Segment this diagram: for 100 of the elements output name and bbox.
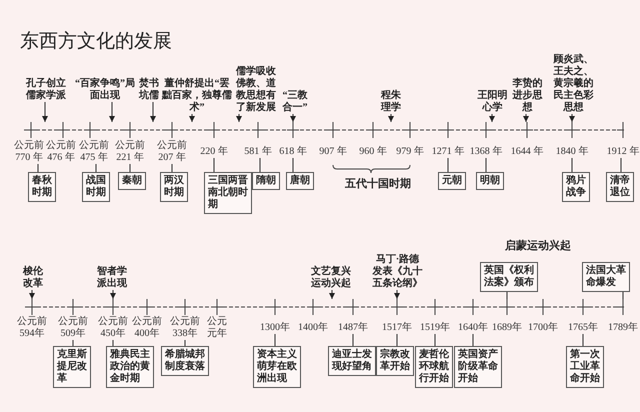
arrow xyxy=(236,114,242,122)
event-text: 董仲舒提出“罢黜百家，独尊儒术” xyxy=(161,78,233,114)
period-box: 秦朝 xyxy=(118,172,146,190)
event-text: 王阳明心学 xyxy=(477,90,508,114)
arrow xyxy=(109,102,115,122)
leader-line xyxy=(472,334,474,346)
period-box: 战国时期 xyxy=(82,172,110,202)
date-label: 公元前221 年 xyxy=(114,140,146,164)
event-text: 智者学派出现 xyxy=(96,266,128,290)
date-label: 220 年 xyxy=(200,146,228,158)
leader-line xyxy=(620,158,622,172)
date-label: 1300年 xyxy=(260,322,290,334)
period-box: 麦哲伦环球航行开始 xyxy=(415,346,453,388)
arrow xyxy=(489,114,495,122)
leader-line xyxy=(352,334,354,346)
period-box: 两汉时期 xyxy=(160,172,188,202)
date-label: 1271 年 xyxy=(432,146,464,158)
date-label: 581 年 xyxy=(244,146,272,158)
date-label: 1517年 xyxy=(382,322,412,334)
period-box: 迪亚士发现好望角 xyxy=(328,346,376,376)
date-label: 960 年 xyxy=(359,146,387,158)
arrow xyxy=(523,114,529,122)
period-box: 隋朝 xyxy=(252,172,280,190)
arrow xyxy=(29,290,35,300)
timeline-axis xyxy=(25,299,624,315)
event-text: 焚书坑儒 xyxy=(138,78,160,102)
date-label: 1789年 xyxy=(608,322,638,334)
arrow xyxy=(290,114,296,122)
leader-line xyxy=(622,292,624,300)
period-box: 明朝 xyxy=(476,172,504,190)
period-box: 法国大革命爆发 xyxy=(582,262,630,292)
period-box: 资本主义萌芽在欧洲出现 xyxy=(253,346,301,388)
date-label: 1487年 xyxy=(338,322,368,334)
date-label: 979 年 xyxy=(396,146,424,158)
arrow xyxy=(394,290,400,300)
arrow xyxy=(110,290,116,300)
leader-line xyxy=(72,340,74,346)
date-label: 1840 年 xyxy=(556,146,588,158)
date-label: 公元前475 年 xyxy=(78,140,110,164)
arrow xyxy=(189,114,195,122)
date-label: 公元元年 xyxy=(206,316,228,340)
event-text: 孔子创立儒家学派 xyxy=(25,78,67,102)
period-box: 雅典民主政治的黄金时期 xyxy=(106,346,154,388)
date-label: 公元前338年 xyxy=(169,316,201,340)
arrow xyxy=(329,290,335,300)
period-box: 清帝退位 xyxy=(606,172,634,202)
event-text: 顾炎武、王夫之、黄宗羲的民主色彩思想 xyxy=(553,54,594,114)
period-box: 希腊城邦制度衰落 xyxy=(161,346,209,376)
date-label: 公元前400年 xyxy=(131,316,163,340)
date-label: 公元前594年 xyxy=(16,316,48,340)
period-box: 唐朝 xyxy=(286,172,314,190)
date-label: 1700年 xyxy=(528,322,558,334)
event-text: “三教合一” xyxy=(280,90,310,114)
arrow xyxy=(388,114,394,122)
period-box: 宗教改革开始 xyxy=(376,346,414,376)
leader-line xyxy=(184,340,186,346)
event-text: 李贽的进步思想 xyxy=(512,78,543,114)
period-box: 元朝 xyxy=(438,172,466,190)
leader-line xyxy=(396,334,398,346)
arrow xyxy=(42,102,48,122)
date-label: 1400年 xyxy=(298,322,328,334)
date-label: 1640年 xyxy=(458,322,488,334)
event-text: 文艺复兴运动兴起 xyxy=(310,266,352,290)
arrow xyxy=(569,114,575,122)
date-label: 1689年 xyxy=(492,322,522,334)
event-text: 马丁·路德发表《九十五条论纲》 xyxy=(372,254,423,290)
date-label: 1912 年 xyxy=(606,146,640,158)
date-label: 公元前770 年 xyxy=(13,140,45,164)
period-box: 英国《权利法案》颁布 xyxy=(480,262,538,292)
period-box: 鸦片战争 xyxy=(562,172,590,202)
date-label: 618 年 xyxy=(279,146,307,158)
date-label: 1368 年 xyxy=(470,146,502,158)
leader-line xyxy=(292,158,294,172)
leader-line xyxy=(506,292,508,300)
event-text: 程朱理学 xyxy=(380,90,402,114)
date-label: 公元前476 年 xyxy=(45,140,77,164)
leader-line xyxy=(112,340,114,346)
period-box: 英国资产阶级革命开始 xyxy=(454,346,502,388)
period-box: 克里斯提尼改革 xyxy=(53,346,91,388)
leader-line xyxy=(434,334,436,346)
event-text: “百家争鸣”局面出现 xyxy=(74,78,136,102)
date-label: 1644 年 xyxy=(510,146,544,158)
date-label: 907 年 xyxy=(319,146,347,158)
period-box: 三国两晋南北朝时期 xyxy=(204,172,252,214)
event-text: 儒学吸收佛教、道教思想有了新发展 xyxy=(235,66,277,114)
timeline-axis xyxy=(24,122,624,138)
date-label: 公元前509年 xyxy=(57,316,89,340)
event-text: 梭伦改革 xyxy=(22,266,44,290)
period-label: 启蒙运动兴起 xyxy=(505,240,571,253)
leader-line xyxy=(274,334,276,346)
date-label: 公元前450年 xyxy=(97,316,129,340)
leader-line xyxy=(582,334,584,346)
date-label: 1765年 xyxy=(568,322,598,334)
period-box: 第一次工业革命开始 xyxy=(566,346,604,388)
date-label: 1519年 xyxy=(420,322,450,334)
period-label: 五代十国时期 xyxy=(345,178,411,191)
date-label: 公元前207 年 xyxy=(156,140,188,164)
arrow xyxy=(150,102,156,122)
period-box: 春秋时期 xyxy=(28,172,56,202)
diagram-title: 东西方文化的发展 xyxy=(20,29,172,54)
